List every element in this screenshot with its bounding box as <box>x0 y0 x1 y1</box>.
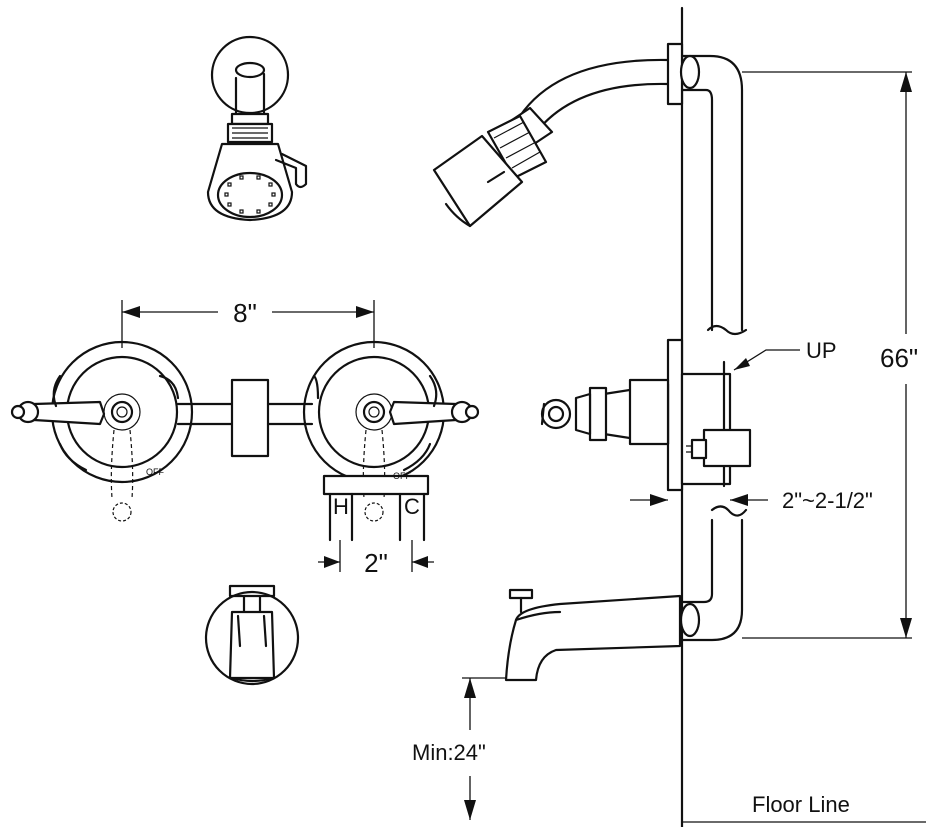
riser-pipe <box>679 54 748 642</box>
dimension-8in <box>121 300 375 348</box>
label-off-right: OFF <box>393 471 411 481</box>
label-floor-line: Floor Line <box>752 792 850 817</box>
tub-spout-side-view <box>504 588 682 682</box>
valve-body-front <box>176 378 314 458</box>
tub-spout-front-view <box>204 584 300 686</box>
dimension-66in <box>742 71 912 639</box>
label-hot: H <box>333 494 349 519</box>
dimension-depth <box>630 494 768 506</box>
label-up: UP <box>806 338 837 363</box>
label-cold: C <box>404 494 420 519</box>
dimension-min24 <box>462 677 506 820</box>
valve-side-view <box>540 338 752 492</box>
up-leader <box>733 349 800 371</box>
dimension-2in <box>318 540 434 572</box>
inlets <box>322 474 430 542</box>
showerhead-side-view <box>432 58 670 228</box>
left-handle <box>10 340 194 522</box>
label-8in: 8" <box>233 298 257 328</box>
label-2in: 2" <box>364 548 388 578</box>
label-66in: 66" <box>880 343 918 373</box>
label-min24: Min:24" <box>412 740 486 765</box>
label-depth: 2"~2-1/2" <box>782 488 873 513</box>
showerhead-front-view <box>206 35 308 222</box>
label-off-left: OFF <box>146 467 164 477</box>
